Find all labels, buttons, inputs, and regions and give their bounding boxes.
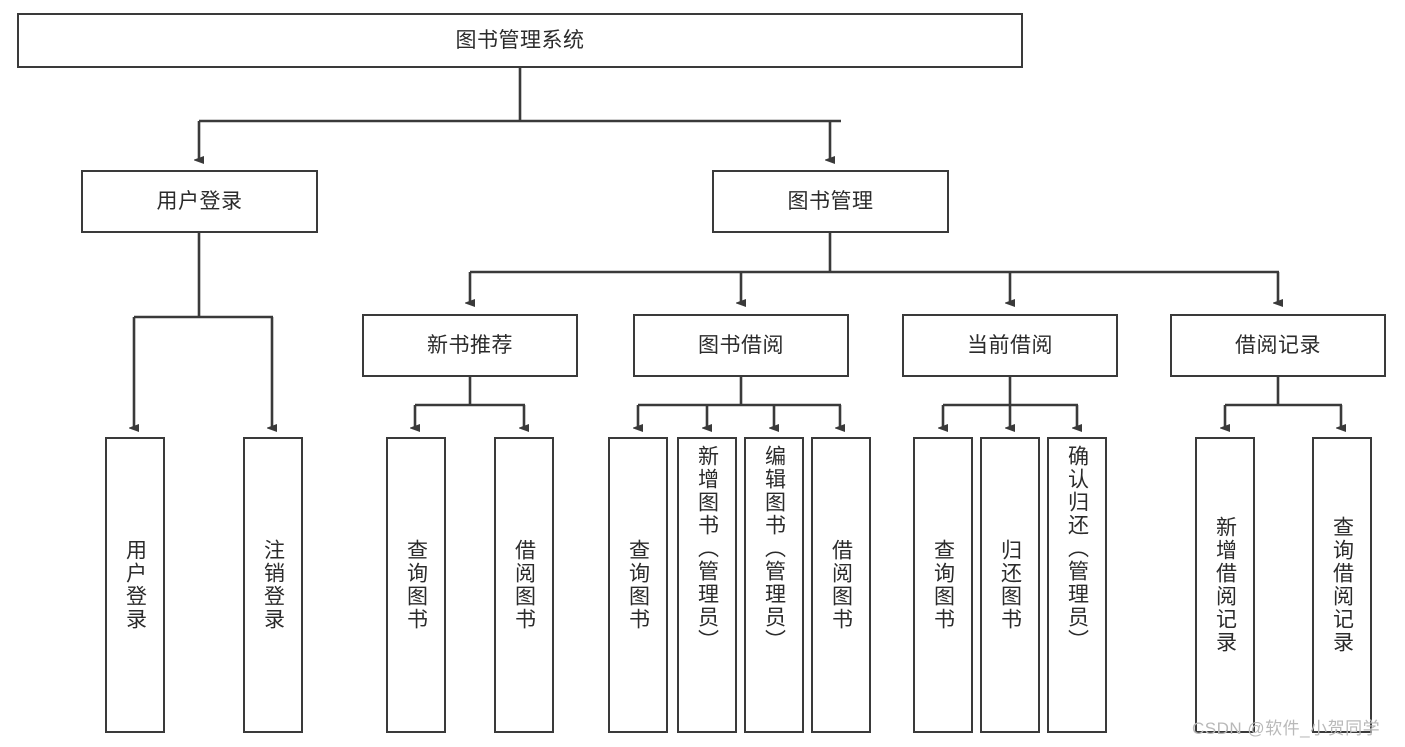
node-new-book-recommend-label: 新书推荐 [427, 333, 513, 357]
node-leaf-return-book-label: 归还图书 [998, 539, 1022, 631]
node-user-login[interactable]: 用户登录 [81, 170, 318, 233]
node-book-borrow-label: 图书借阅 [698, 333, 784, 357]
node-leaf-query-book-1-label: 查询图书 [404, 539, 428, 631]
node-book-borrow[interactable]: 图书借阅 [633, 314, 849, 377]
node-leaf-query-book-2-label: 查询图书 [626, 539, 650, 631]
node-leaf-add-book[interactable]: 新增图书（管理员） [677, 437, 737, 733]
node-leaf-query-book-1[interactable]: 查询图书 [386, 437, 446, 733]
node-leaf-query-record-label: 查询借阅记录 [1330, 516, 1354, 654]
node-leaf-borrow-book-2-label: 借阅图书 [829, 539, 853, 631]
node-current-borrow-label: 当前借阅 [967, 333, 1053, 357]
node-leaf-logout-login-label: 注销登录 [261, 539, 285, 631]
node-leaf-query-book-3[interactable]: 查询图书 [913, 437, 973, 733]
node-new-book-recommend[interactable]: 新书推荐 [362, 314, 578, 377]
node-root[interactable]: 图书管理系统 [17, 13, 1023, 68]
node-leaf-edit-book-label: 编辑图书（管理员） [762, 445, 786, 652]
node-leaf-user-login-label: 用户登录 [123, 539, 147, 631]
node-leaf-borrow-book-1[interactable]: 借阅图书 [494, 437, 554, 733]
node-borrow-record[interactable]: 借阅记录 [1170, 314, 1386, 377]
node-book-manage-label: 图书管理 [787, 189, 874, 213]
node-leaf-query-book-3-label: 查询图书 [931, 539, 955, 631]
node-leaf-query-book-2[interactable]: 查询图书 [608, 437, 668, 733]
node-leaf-add-record-label: 新增借阅记录 [1213, 516, 1237, 654]
node-leaf-logout-login[interactable]: 注销登录 [243, 437, 303, 733]
node-leaf-confirm-return[interactable]: 确认归还（管理员） [1047, 437, 1107, 733]
node-leaf-borrow-book-1-label: 借阅图书 [512, 539, 536, 631]
node-leaf-confirm-return-label: 确认归还（管理员） [1065, 445, 1089, 652]
node-root-label: 图书管理系统 [455, 28, 585, 52]
node-book-manage[interactable]: 图书管理 [712, 170, 949, 233]
node-leaf-user-login[interactable]: 用户登录 [105, 437, 165, 733]
node-leaf-return-book[interactable]: 归还图书 [980, 437, 1040, 733]
node-borrow-record-label: 借阅记录 [1235, 333, 1321, 357]
node-user-login-label: 用户登录 [156, 189, 243, 213]
node-leaf-add-book-label: 新增图书（管理员） [695, 445, 719, 652]
node-current-borrow[interactable]: 当前借阅 [902, 314, 1118, 377]
node-leaf-query-record[interactable]: 查询借阅记录 [1312, 437, 1372, 733]
node-leaf-borrow-book-2[interactable]: 借阅图书 [811, 437, 871, 733]
node-leaf-edit-book[interactable]: 编辑图书（管理员） [744, 437, 804, 733]
node-leaf-add-record[interactable]: 新增借阅记录 [1195, 437, 1255, 733]
